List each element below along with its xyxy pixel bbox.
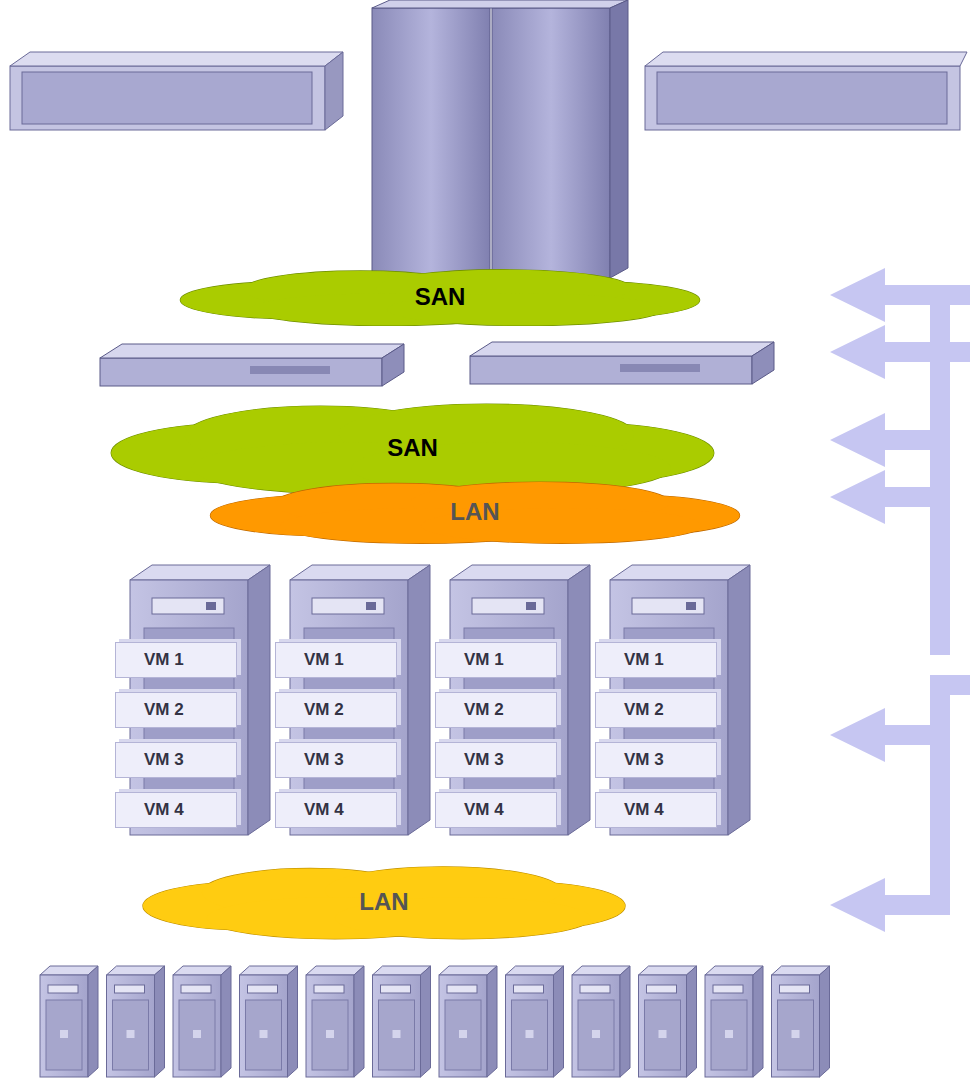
vm-box: VM 1 [115,642,237,678]
vm-label: VM 1 [624,650,664,670]
network-label: SAN [415,283,466,311]
network-cloud: SAN [175,266,705,328]
vm-box: VM 3 [275,742,397,778]
network-cloud: LAN [138,862,630,942]
vm-box: VM 2 [115,692,237,728]
storage-array [645,52,967,130]
vm-label: VM 2 [624,700,664,720]
vm-box: VM 4 [115,792,237,828]
rack-server [100,344,404,386]
network-label: SAN [387,434,438,462]
vm-label: VM 4 [144,800,184,820]
vm-box: VM 3 [115,742,237,778]
vm-label: VM 2 [144,700,184,720]
vm-box: VM 2 [435,692,557,728]
vm-box: VM 4 [435,792,557,828]
network-cloud: LAN [205,478,745,546]
vm-label: VM 2 [304,700,344,720]
rack-server [470,342,774,384]
layer-arrows [830,268,970,932]
storage-array [10,52,343,130]
vm-box: VM 3 [435,742,557,778]
vm-label: VM 4 [624,800,664,820]
vm-box: VM 4 [275,792,397,828]
client-towers [40,966,830,1077]
vm-label: VM 3 [624,750,664,770]
vm-label: VM 3 [464,750,504,770]
network-cloud: SAN [105,398,720,498]
network-label: LAN [359,888,408,916]
vm-label: VM 3 [304,750,344,770]
vm-label: VM 1 [144,650,184,670]
vm-box: VM 2 [275,692,397,728]
vm-label: VM 4 [464,800,504,820]
vm-label: VM 1 [304,650,344,670]
storage-rack [372,0,628,278]
vm-box: VM 1 [435,642,557,678]
network-label: LAN [450,498,499,526]
vm-box: VM 2 [595,692,717,728]
vm-label: VM 1 [464,650,504,670]
vm-label: VM 2 [464,700,504,720]
vm-box: VM 1 [275,642,397,678]
vm-label: VM 4 [304,800,344,820]
vm-box: VM 3 [595,742,717,778]
vm-box: VM 1 [595,642,717,678]
vm-box: VM 4 [595,792,717,828]
vm-label: VM 3 [144,750,184,770]
